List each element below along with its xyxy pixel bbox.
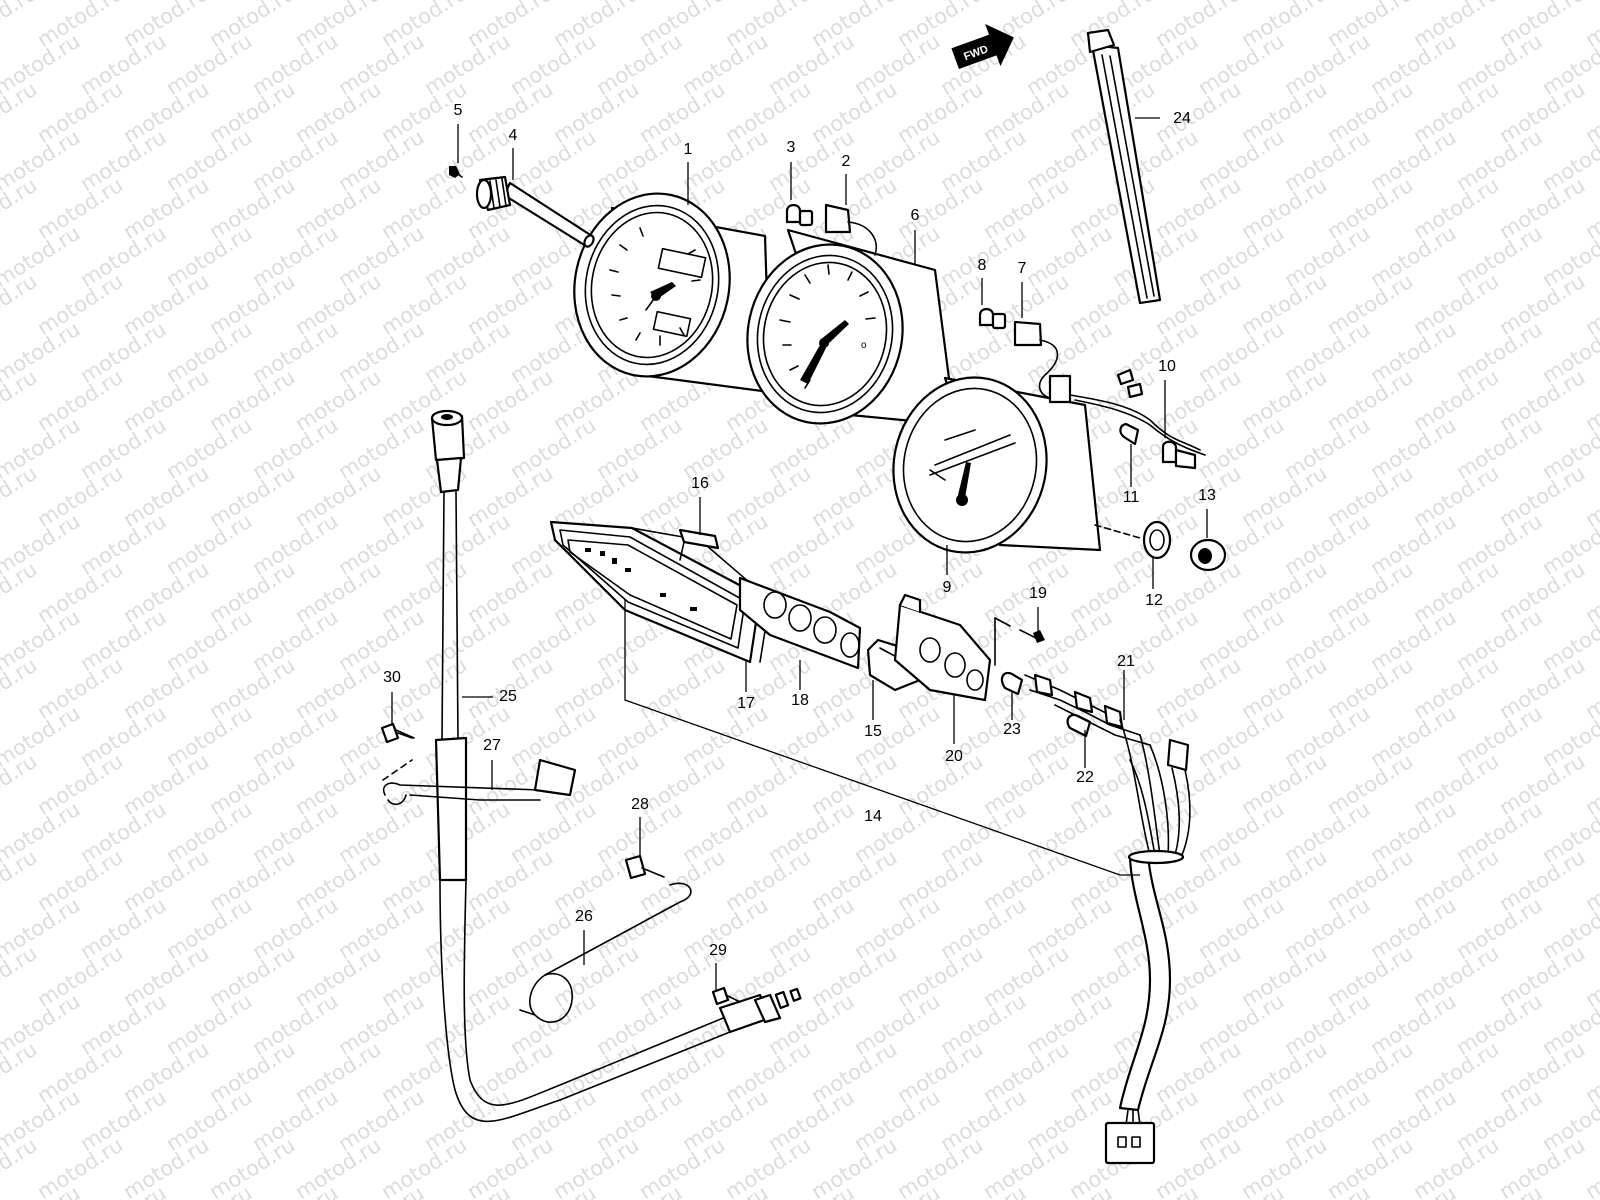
bolt-28: [624, 854, 665, 880]
leader-lines: [391, 117, 1208, 990]
callout-14: 14: [864, 808, 882, 825]
callout-19: 19: [1029, 585, 1047, 602]
callout-6: 6: [911, 207, 920, 224]
lens-frame: [738, 576, 862, 670]
bolt-29: [711, 986, 741, 1006]
speedometer: [573, 192, 772, 394]
callout-9: 9: [943, 579, 952, 596]
clamp-spring: [519, 882, 692, 1023]
cable-guide: [382, 758, 577, 806]
drive-sleeve: [449, 166, 595, 248]
watermark-text: motod.ru: [1581, 1133, 1600, 1200]
watermark-text: motod.ru: [0, 0, 41, 52]
callout-2: 2: [842, 153, 851, 170]
strap: [1086, 28, 1162, 305]
callout-28: 28: [631, 796, 649, 813]
screw-19: [994, 617, 1045, 666]
bulb-sockets-right: [978, 307, 1072, 404]
watermark-text: motod.ru: [1581, 1037, 1600, 1108]
svg-text:o: o: [861, 340, 867, 351]
callout-3: 3: [787, 139, 796, 156]
watermark-text: motod.ru: [1581, 941, 1600, 1012]
callout-16: 16: [691, 475, 709, 492]
callout-5: 5: [454, 102, 463, 119]
callout-4: 4: [509, 127, 518, 144]
callout-21: 21: [1117, 653, 1135, 670]
grommets: [1094, 520, 1227, 572]
indicator-harness: [1000, 671, 1191, 856]
gauge-wiring: [1069, 368, 1206, 470]
callout-8: 8: [978, 257, 987, 274]
panel-clip: [678, 528, 720, 561]
watermark-text: motod.ru: [1581, 845, 1600, 916]
watermark-text: motod.ru: [1581, 557, 1600, 628]
callout-20: 20: [945, 748, 963, 765]
callout-26: 26: [575, 908, 593, 925]
indicator-plate: [893, 593, 992, 702]
parts: o: [380, 23, 1227, 1165]
callout-17: 17: [737, 695, 755, 712]
watermark-text: motod.ru: [1581, 77, 1600, 148]
callout-23: 23: [1003, 721, 1021, 738]
assembly-bracket-14: [624, 600, 1140, 876]
callout-27: 27: [483, 737, 501, 754]
callout-7: 7: [1018, 260, 1027, 277]
callout-25: 25: [499, 688, 517, 705]
watermark-text: motod.ru: [1581, 365, 1600, 436]
callout-29: 29: [709, 942, 727, 959]
tachometer: o: [746, 228, 957, 427]
watermark-text: motod.ru: [1581, 173, 1600, 244]
callout-22: 22: [1076, 769, 1094, 786]
fwd-arrow: FWD: [951, 23, 1014, 70]
main-harness: [1104, 849, 1185, 1165]
callout-10: 10: [1158, 358, 1176, 375]
watermark-text: motod.ru: [1581, 461, 1600, 532]
callout-30: 30: [383, 669, 401, 686]
callout-24: 24: [1173, 110, 1191, 127]
callout-12: 12: [1145, 592, 1163, 609]
callout-1: 1: [684, 141, 693, 158]
bulb-sockets-top: [785, 203, 877, 256]
callout-15: 15: [864, 723, 882, 740]
bolt-30: [380, 722, 415, 744]
callout-labels: 1 2 3 4 5 6 7 8 9 10 11 12 13 14 15 16 1…: [383, 102, 1216, 959]
temperature-gauge: [892, 376, 1102, 554]
watermark-text: motod.ru: [1581, 653, 1600, 724]
callout-11: 11: [1123, 489, 1140, 506]
speedometer-cable: [430, 409, 802, 1123]
watermark-text: motod.ru: [1581, 749, 1600, 820]
watermark-text: motod.ru: [1581, 269, 1600, 340]
indicator-panel: [549, 520, 771, 664]
callout-18: 18: [791, 692, 809, 709]
callout-13: 13: [1198, 487, 1216, 504]
